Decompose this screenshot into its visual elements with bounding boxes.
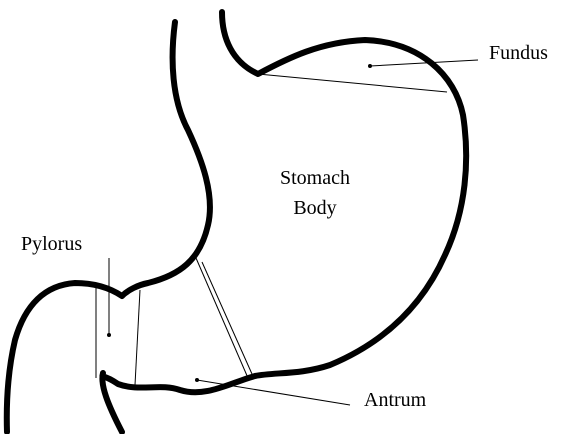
- antrum-label: Antrum: [364, 389, 427, 411]
- pylorus-label: Pylorus: [21, 233, 82, 255]
- antrum-leader-line: [197, 380, 350, 405]
- stomach-body-label-line1: Stomach: [280, 167, 350, 189]
- fundus-label: Fundus: [489, 42, 548, 64]
- antrum-marker-dot: [195, 378, 199, 382]
- pylorus-boundary-line-right: [135, 290, 140, 385]
- stomach-body-label-line2: Body: [293, 197, 336, 219]
- stomach-outer-wall: [102, 12, 466, 432]
- pylorus-marker-dot: [107, 333, 111, 337]
- fundus-divider-line: [258, 74, 447, 92]
- stomach-inner-wall: [7, 22, 210, 432]
- fundus-marker-dot: [368, 64, 372, 68]
- antrum-divider-line-lower: [202, 262, 252, 374]
- antrum-divider-line-upper: [196, 258, 248, 378]
